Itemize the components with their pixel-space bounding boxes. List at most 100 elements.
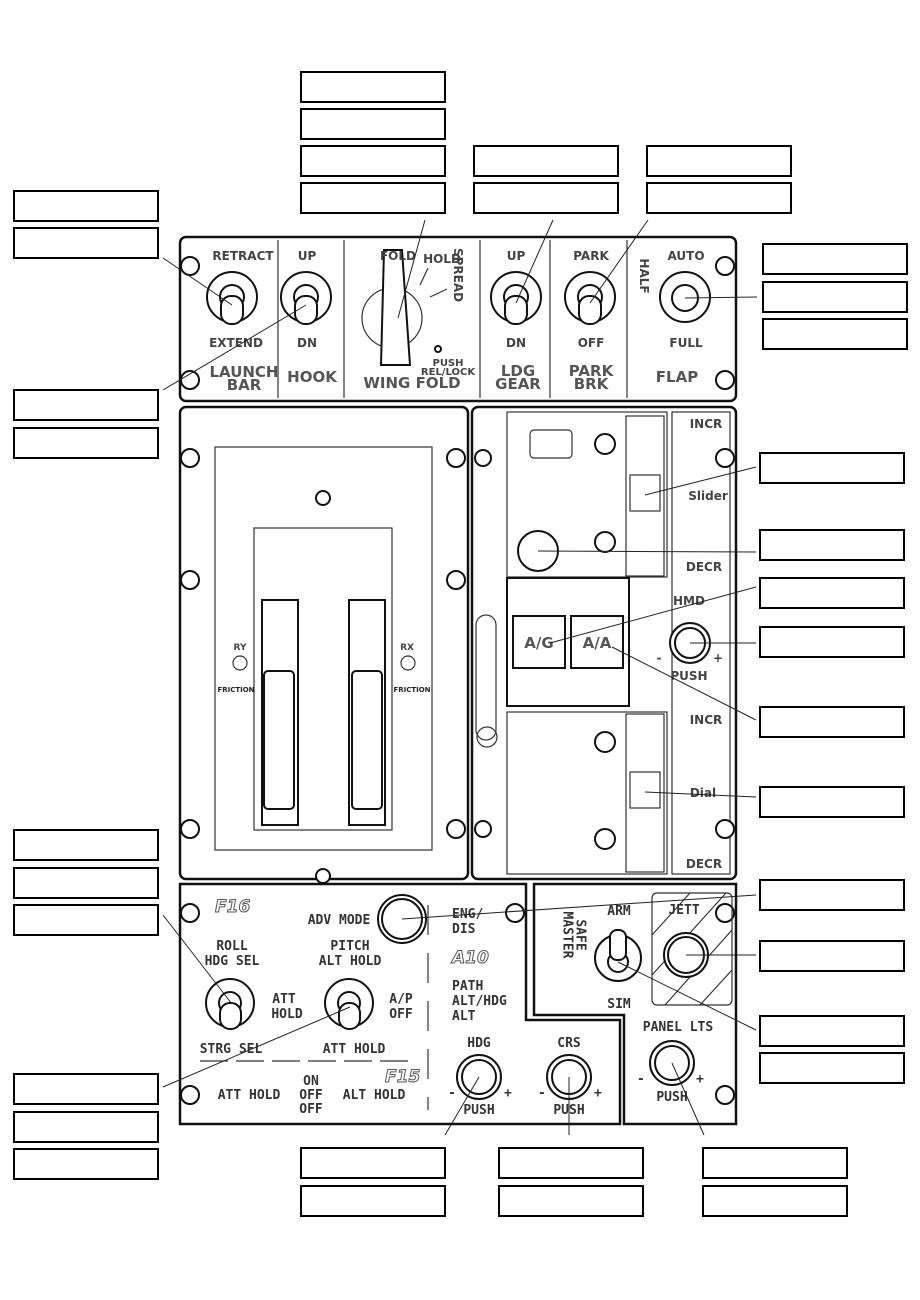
leader-lines [162,219,758,1136]
label-crs: CRS [557,1036,581,1051]
label-panel-lts: PANEL LTS [643,1020,714,1035]
callout-box [759,706,905,738]
label-lts-plus: + [696,1072,704,1087]
label-path: PATH [452,979,483,994]
label-on: ON [303,1074,319,1089]
callout-box [759,577,905,609]
callout-box [300,108,446,140]
label-gear-dn: DN [506,336,526,350]
label-att-hold-bottom: ATT HOLD [218,1088,281,1103]
callout-box [13,190,159,222]
callout-box [762,281,908,313]
label-park-title: PARK [569,362,615,380]
mounting-screws [180,256,735,390]
label-slider: Slider [688,489,728,503]
label-hold: HOLD [271,1007,302,1022]
callout-box [646,145,792,177]
callout-box [762,243,908,275]
callout-box [13,904,159,936]
callout-box [759,940,905,972]
label-off1: OFF [299,1088,323,1103]
callout-box [300,71,446,103]
callout-box [702,1185,848,1217]
label-roll: ROLL [216,939,247,954]
label-half: HALF [637,258,651,293]
label-pitch: PITCH [330,939,369,954]
pitch-toggle[interactable] [324,978,374,1030]
label-rel-lock: REL/LOCK [421,367,476,378]
callout-box [759,1052,905,1084]
master-arm-toggle[interactable] [594,929,642,982]
label-push: PUSH [670,669,707,683]
park-brake-toggle[interactable] [564,271,616,325]
ag-button[interactable]: A/G [512,615,566,669]
label-ag: A/G [524,634,553,652]
label-hmd: HMD [673,594,705,608]
ldg-gear-toggle[interactable] [490,271,542,325]
label-launch: LAUNCH [209,363,278,381]
right-throttle-lever[interactable] [348,599,386,826]
label-decr-bottom: DECR [686,857,722,871]
label-alt-hold-bottom: ALT HOLD [343,1088,406,1103]
label-bar: BAR [227,376,262,394]
label-friction-right: FRICTION [393,686,430,694]
label-ap: A/P [389,992,413,1007]
label-spread: SPREAD [451,248,465,302]
callout-box [646,182,792,214]
label-alt-hdg: ALT/HDG [452,994,507,1009]
label-off: OFF [578,336,605,350]
label-hold: HOLD [423,252,461,266]
label-fold: FOLD [380,249,416,263]
callout-boxes [13,71,908,1217]
callout-box [702,1147,848,1179]
callout-box [759,452,905,484]
label-lts-push: PUSH [656,1090,687,1105]
roll-toggle[interactable] [205,978,255,1030]
label-alt-hold: ALT HOLD [319,954,382,969]
callout-box [300,182,446,214]
label-brk: BRK [574,375,610,393]
label-aa: A/A [583,634,612,652]
label-extend: EXTEND [209,336,263,350]
callout-box [13,867,159,899]
label-alt: ALT [452,1009,476,1024]
label-strg-sel: STRG SEL [200,1042,263,1057]
label-off2: OFF [299,1102,323,1117]
callout-box [13,389,159,421]
ry-friction-knob[interactable] [232,655,248,671]
label-hook-dn: DN [297,336,317,350]
label-incr-bottom: INCR [690,713,723,727]
label-jett: JETT [668,903,699,918]
label-hook-up: UP [298,249,317,263]
callout-box [759,529,905,561]
launch-bar-toggle[interactable] [206,271,258,325]
label-hook: HOOK [287,368,338,386]
label-f16: F16 [215,897,250,917]
callout-box [13,427,159,459]
slider-control[interactable] [625,415,665,577]
label-hdg: HDG [467,1036,491,1051]
label-lts-minus: - [637,1072,645,1087]
label-f15: F15 [385,1067,420,1087]
callout-box [473,182,619,214]
callout-box [13,1148,159,1180]
callout-box [300,1147,446,1179]
label-crs-plus: + [594,1086,602,1101]
callout-box [13,1111,159,1143]
label-auto: AUTO [667,249,704,263]
label-dis: DIS [452,922,476,937]
flap-switch[interactable] [659,271,711,323]
label-decr-top: DECR [686,560,722,574]
hook-toggle[interactable] [280,271,332,325]
callout-box [300,145,446,177]
autopilot-panel: F16 ADV MODE ENG/ DIS ROLL HDG SEL PITCH… [178,882,622,1126]
label-wing-fold: WING FOLD [363,374,460,392]
throttle-panel: RY FRICTION RX FRICTION [178,405,470,884]
callout-box [759,879,905,911]
callout-box [13,227,159,259]
label-gear: GEAR [495,375,541,393]
wing-fold-handle[interactable] [361,249,448,366]
aa-button[interactable]: A/A [570,615,624,669]
rx-friction-knob[interactable] [400,655,416,671]
left-throttle-lever[interactable] [261,599,299,826]
